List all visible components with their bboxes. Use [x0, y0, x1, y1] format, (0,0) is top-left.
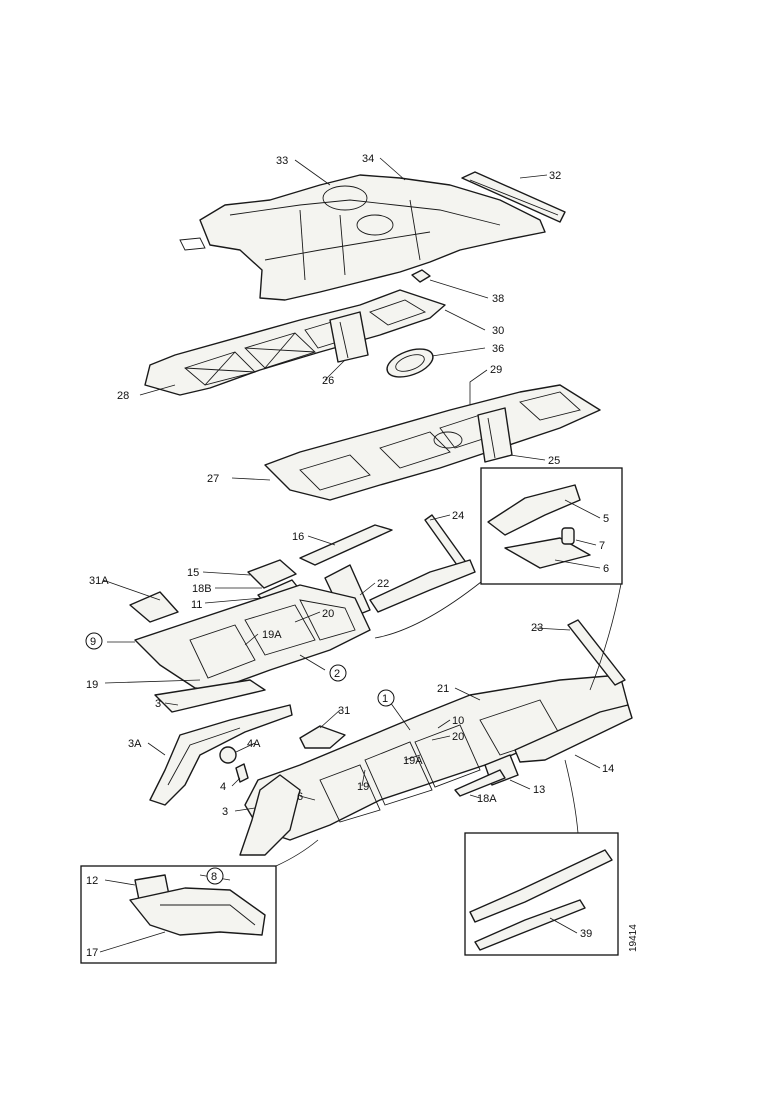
callout-27: 27 [207, 473, 219, 485]
reference-number: 19414 [628, 924, 639, 952]
mount-plate-part [129, 591, 179, 623]
callout-38: 38 [492, 293, 504, 305]
callout-4A: 4A [247, 738, 261, 750]
callout-12: 12 [86, 875, 98, 887]
bracket-plate-part [487, 484, 591, 569]
tunnel-rail-part [299, 524, 393, 566]
callout-31: 31 [338, 705, 350, 717]
callout-34: 34 [362, 153, 374, 165]
lower-floor-frame-part [244, 674, 629, 841]
callout-18A: 18A [477, 793, 497, 805]
bolt-4-part [235, 763, 249, 783]
strut-3A-part [149, 704, 293, 806]
callout-5: 5 [603, 513, 609, 525]
callout-30: 30 [492, 325, 504, 337]
detail-inset-brackets [480, 467, 623, 585]
callout-2: 2 [334, 668, 340, 680]
front-tunnel-bracket-part [477, 407, 513, 463]
sill-extension-part [514, 704, 633, 763]
callout-9: 9 [90, 636, 96, 648]
callout-8: 8 [211, 871, 217, 883]
nut-4A-part [219, 746, 237, 764]
callout-18B: 18B [192, 583, 212, 595]
front-rail-3-part [239, 774, 301, 856]
callout-10: 10 [452, 715, 464, 727]
callout-3A: 3A [128, 738, 142, 750]
callout-7: 7 [599, 540, 605, 552]
callout-6: 6 [603, 563, 609, 575]
callout-3-lower: 3 [222, 806, 228, 818]
callout-31A: 31A [89, 575, 109, 587]
rear-sill-rail-part [567, 619, 626, 686]
bracket-31-part [299, 725, 346, 749]
callout-19A-upper: 19A [262, 629, 282, 641]
callout-25: 25 [548, 455, 560, 467]
callout-39: 39 [580, 928, 592, 940]
callout-15: 15 [187, 567, 199, 579]
callout-17: 17 [86, 947, 98, 959]
sill-18A-part [454, 769, 506, 797]
callout-20-lower: 20 [452, 731, 464, 743]
callout-19A-lower: 19A [403, 755, 423, 767]
callout-19-upper: 19 [86, 679, 98, 691]
callout-26: 26 [322, 375, 334, 387]
callout-3-upper: 3 [155, 698, 161, 710]
detail-inset-front-rail [80, 865, 277, 964]
strut-3-part [154, 679, 266, 713]
callout-21: 21 [437, 683, 449, 695]
callout-16: 16 [292, 531, 304, 543]
front-floor-pan-part [264, 384, 601, 501]
clip-part [411, 269, 431, 283]
small-bracket-part [247, 559, 297, 589]
callout-4: 4 [220, 781, 226, 793]
tunnel-bracket-part [329, 311, 369, 363]
detail-inset-sill [464, 832, 619, 956]
grommet-ring-part [386, 348, 434, 378]
callout-6-lower: 6 [297, 791, 303, 803]
callout-19-lower: 19 [357, 781, 369, 793]
callout-24: 24 [452, 510, 464, 522]
callout-32: 32 [549, 170, 561, 182]
rear-floor-tunnel-part [179, 174, 546, 301]
callout-36: 36 [492, 343, 504, 355]
callout-22: 22 [377, 578, 389, 590]
callout-13: 13 [533, 784, 545, 796]
center-floor-pan-part [144, 289, 446, 396]
rear-cross-rail-part [461, 171, 566, 223]
callout-29: 29 [490, 364, 502, 376]
sill-detail-part [469, 849, 613, 951]
front-rail-detail-part [129, 874, 266, 936]
callout-11: 11 [191, 599, 202, 611]
leader-lines [99, 157, 622, 953]
callout-1: 1 [382, 693, 388, 705]
callout-14: 14 [602, 763, 614, 775]
callout-labels: 33 34 32 38 30 36 26 28 29 27 25 5 7 6 1… [85, 153, 614, 959]
callout-33: 33 [276, 155, 288, 167]
callout-20-upper: 20 [322, 608, 334, 620]
callout-28: 28 [117, 390, 129, 402]
callout-23: 23 [531, 622, 543, 634]
